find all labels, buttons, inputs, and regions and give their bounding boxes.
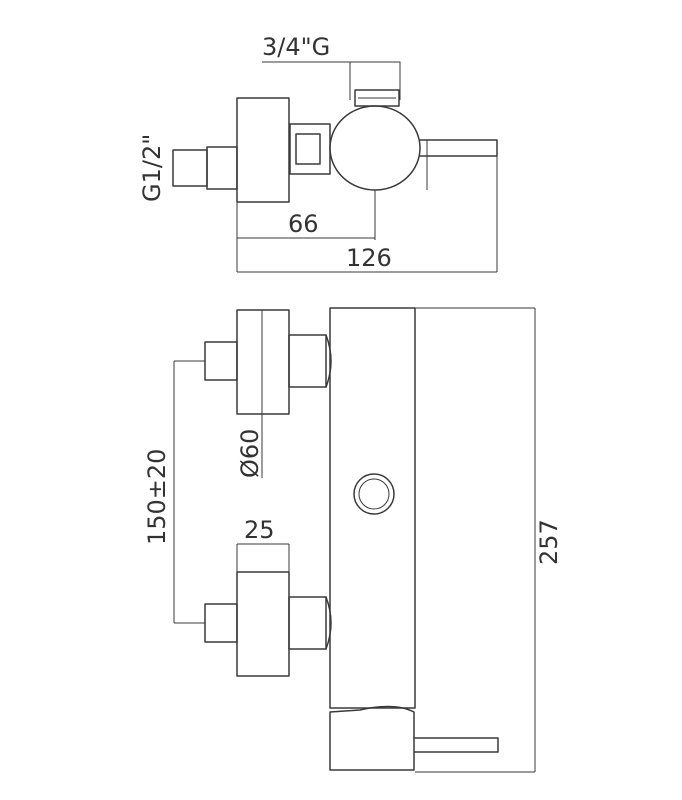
push-button xyxy=(353,473,395,515)
upper-connector-curve xyxy=(325,334,332,388)
upper-connector xyxy=(288,334,327,388)
lower-cap xyxy=(236,571,290,677)
lower-connector xyxy=(288,596,327,650)
upper-cap xyxy=(236,309,290,415)
side-inlet-nut xyxy=(206,146,238,190)
connector-inner xyxy=(295,133,321,165)
total-depth-label: 126 xyxy=(346,244,392,272)
ball-body xyxy=(329,105,421,191)
lever-handle xyxy=(419,139,498,157)
lower-inlet xyxy=(204,603,238,643)
top-view: 3/4"G G1/2" 66 126 xyxy=(138,33,498,273)
main-body xyxy=(329,307,416,709)
front-view: 257 150±20 Ø60 25 xyxy=(143,307,563,773)
lower-connector-curve xyxy=(325,596,332,650)
side-inlet-pipe xyxy=(172,149,208,187)
cap-disc xyxy=(236,97,290,203)
thread-top-leader xyxy=(262,61,351,100)
thread-top-label: 3/4"G xyxy=(262,33,330,61)
thread-side-label: G1/2" xyxy=(138,134,166,202)
center-depth-label: 66 xyxy=(288,210,319,238)
push-button-inner xyxy=(358,478,390,510)
diameter-label: Ø60 xyxy=(236,429,264,478)
thread-top-leader-right xyxy=(350,61,401,100)
lever-front xyxy=(413,737,499,753)
center-distance-label: 150±20 xyxy=(143,449,171,545)
width-label: 25 xyxy=(244,516,275,544)
upper-inlet xyxy=(204,341,238,381)
connector-neck xyxy=(289,123,331,175)
height-label: 257 xyxy=(535,519,563,565)
lever-base xyxy=(329,705,415,771)
